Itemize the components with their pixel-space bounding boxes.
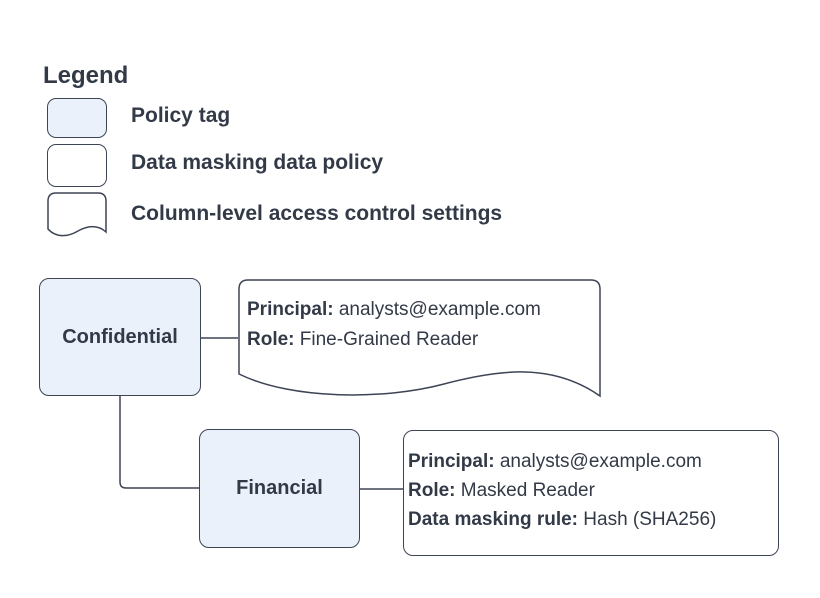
node-confidential-access-text: Principal: analysts@example.com Role: Fi… (247, 295, 541, 355)
policy-tag-swatch (47, 98, 107, 138)
column-access-swatch (47, 192, 107, 237)
legend-label-column-access: Column-level access control settings (131, 202, 503, 225)
policy-masking-rule-line: Data masking rule: Hash (SHA256) (408, 505, 716, 534)
policy-role-line: Role: Masked Reader (408, 476, 716, 505)
access-role-value: Fine-Grained Reader (294, 329, 479, 350)
access-principal-value: analysts@example.com (333, 299, 541, 320)
access-role-line: Role: Fine-Grained Reader (247, 325, 541, 355)
node-financial-label: Financial (236, 477, 323, 499)
access-principal-line: Principal: analysts@example.com (247, 295, 541, 325)
legend-label-policy-tag: Policy tag (131, 104, 231, 127)
node-confidential-label: Confidential (62, 325, 178, 348)
node-confidential: Confidential (39, 278, 201, 396)
document-shape (238, 279, 601, 398)
policy-masking-rule-value: Hash (SHA256) (578, 509, 717, 530)
policy-masking-rule-label: Data masking rule: (408, 509, 578, 530)
edge-confidential-to-financial (119, 396, 199, 489)
node-financial: Financial (199, 429, 360, 548)
data-masking-policy-swatch (47, 144, 107, 187)
policy-principal-value: analysts@example.com (494, 451, 702, 472)
policy-principal-label: Principal: (408, 451, 495, 472)
document-shape (47, 192, 107, 237)
legend-label-data-masking-policy: Data masking data policy (131, 151, 384, 174)
policy-role-value: Masked Reader (455, 480, 595, 501)
policy-principal-line: Principal: analysts@example.com (408, 447, 716, 476)
node-confidential-access-shape (238, 279, 601, 398)
access-principal-label: Principal: (247, 299, 334, 320)
legend-title: Legend (43, 62, 129, 89)
node-financial-policy (403, 430, 779, 556)
policy-role-label: Role: (408, 480, 456, 501)
node-financial-policy-text: Principal: analysts@example.com Role: Ma… (408, 447, 716, 534)
access-role-label: Role: (247, 329, 295, 350)
